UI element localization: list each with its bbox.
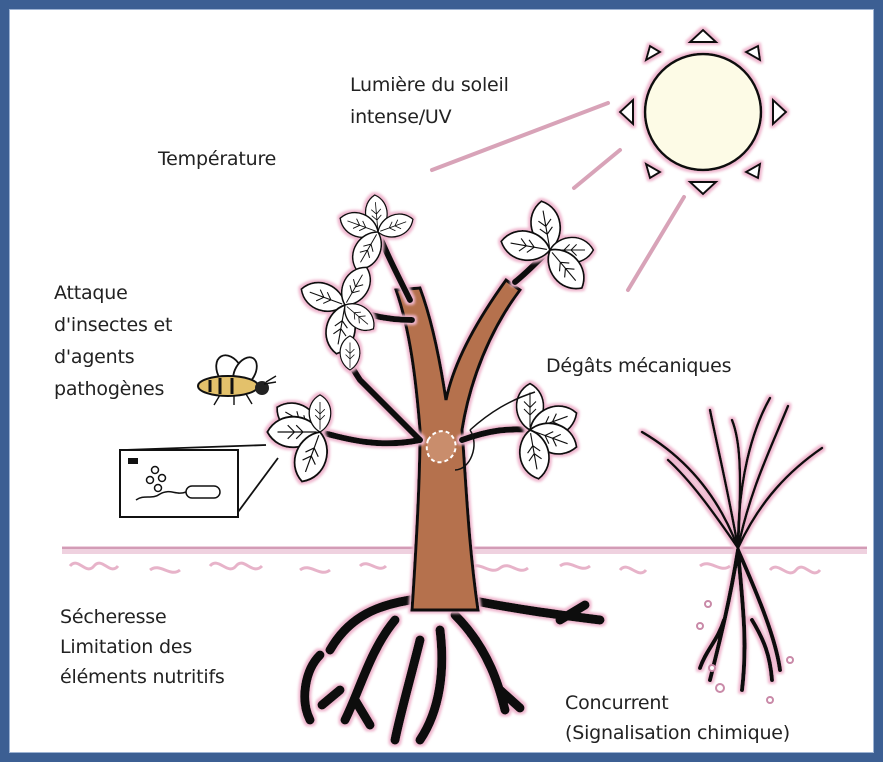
mechanical-damage-label: Dégâts mécaniques — [546, 353, 731, 379]
insect-icon — [198, 350, 276, 405]
pathogen-callout — [120, 445, 278, 517]
insects-pathogens-label: Attaque d'insectes et d'agents pathogène… — [54, 280, 172, 402]
drought-nutrient-label: Sécheresse Limitation des éléments nutri… — [60, 604, 225, 690]
sunlight-label: Lumière du soleil intense/UV — [350, 72, 509, 130]
competitor-label: Concurrent (Signalisation chimique) — [565, 690, 790, 746]
plant-trunk — [396, 280, 520, 610]
competitor-plant — [642, 398, 822, 690]
plant-roots — [305, 600, 600, 740]
temperature-label: Température — [158, 146, 276, 172]
sun-icon — [620, 30, 786, 194]
